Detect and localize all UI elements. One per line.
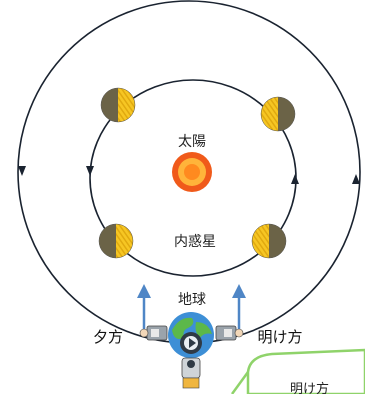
inner-planet-label: 内惑星 xyxy=(174,234,216,250)
observer-icon xyxy=(215,325,244,341)
arrow-up-icon xyxy=(137,284,151,332)
inner-orbit-arrow-right xyxy=(291,174,299,184)
evening-label: 夕方 xyxy=(93,328,123,346)
speech-bubble: 明け方 xyxy=(230,348,365,394)
bubble-text: 明け方 xyxy=(290,381,329,394)
outer-orbit-arrow-left xyxy=(18,166,26,176)
sun-icon xyxy=(172,152,212,192)
observer-icon xyxy=(181,357,201,389)
planet-phase-icon xyxy=(98,223,134,259)
observer-icon xyxy=(139,325,168,341)
planet-phase-icon xyxy=(260,96,296,132)
planet-phase-icon xyxy=(251,223,287,259)
earth-icon xyxy=(168,312,214,358)
sun-label: 太陽 xyxy=(178,134,206,150)
morning-label: 明け方 xyxy=(257,328,302,346)
arrow-up-icon xyxy=(232,284,246,332)
outer-orbit-arrow-right xyxy=(352,174,360,184)
inner-orbit-arrow-left xyxy=(86,166,94,176)
earth-label: 地球 xyxy=(178,292,206,308)
planet-phase-icon xyxy=(100,87,136,123)
